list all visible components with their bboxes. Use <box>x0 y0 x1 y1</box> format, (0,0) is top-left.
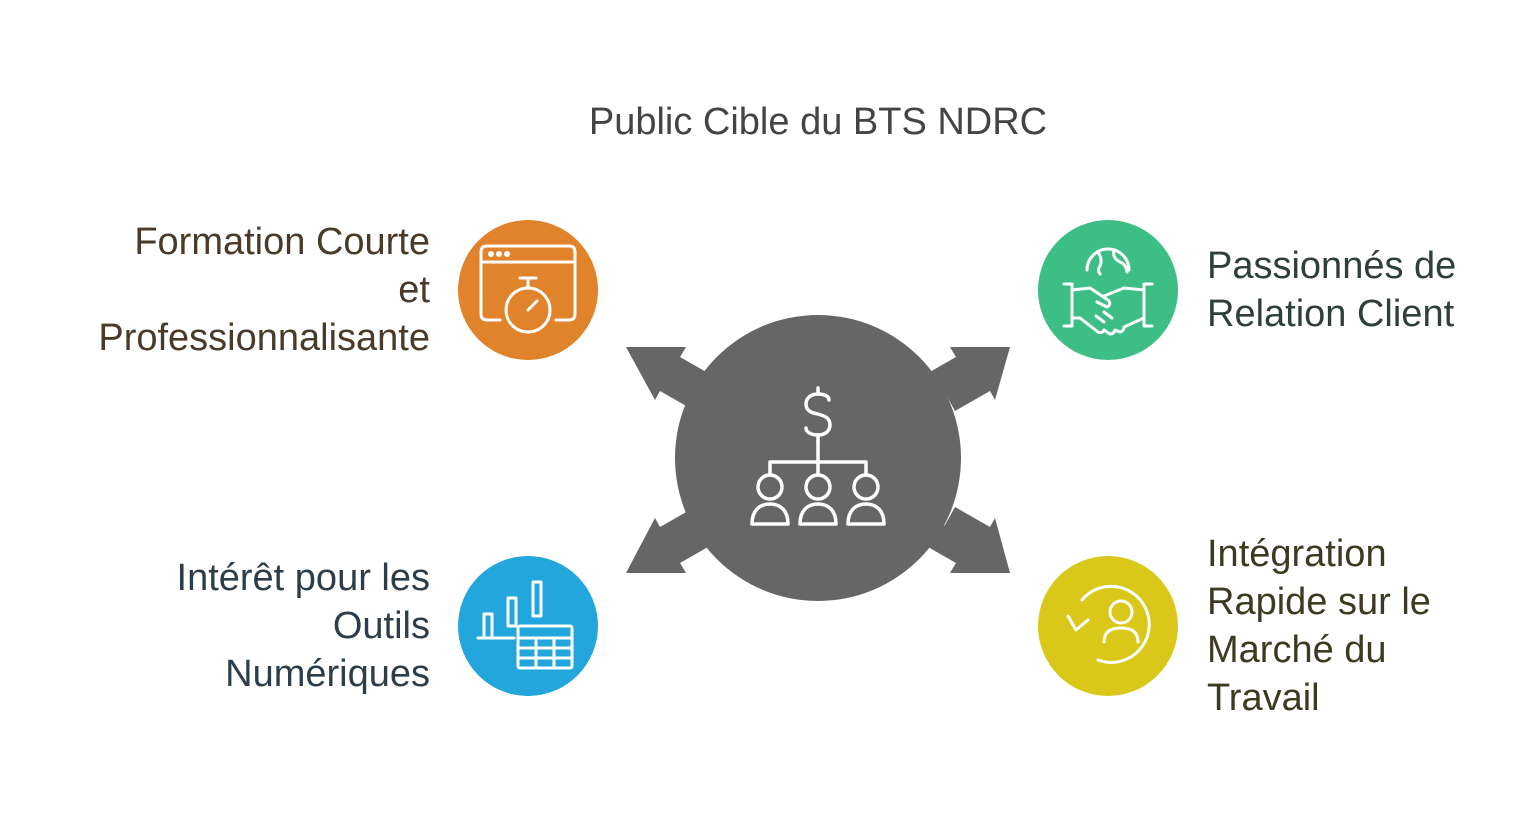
label-integration-rapide: Intégration Rapide sur le Marché du Trav… <box>1207 533 1431 719</box>
label-outils-numeriques: Intérêt pour les Outils Numériques <box>176 557 430 695</box>
label-passionnes-relation-client: Passionnés de Relation Client <box>1207 245 1457 335</box>
chart-table-icon <box>476 580 574 670</box>
arrow-bottom-right <box>921 507 1010 573</box>
person-refresh-icon <box>1066 584 1151 664</box>
diagram-title: Public Cible du BTS NDRC <box>588 101 1048 143</box>
label-formation-courte: Formation Courte et Professionnalisante <box>98 221 430 359</box>
item-circle-integration <box>1038 556 1178 696</box>
item-circle-relation-client <box>1038 220 1178 360</box>
arrow-top-right <box>921 347 1010 411</box>
item-circle-formation <box>458 220 598 360</box>
globe-handshake-icon <box>1062 247 1154 336</box>
org-chart-dollar-icon <box>750 386 886 526</box>
browser-stopwatch-icon <box>479 244 577 334</box>
